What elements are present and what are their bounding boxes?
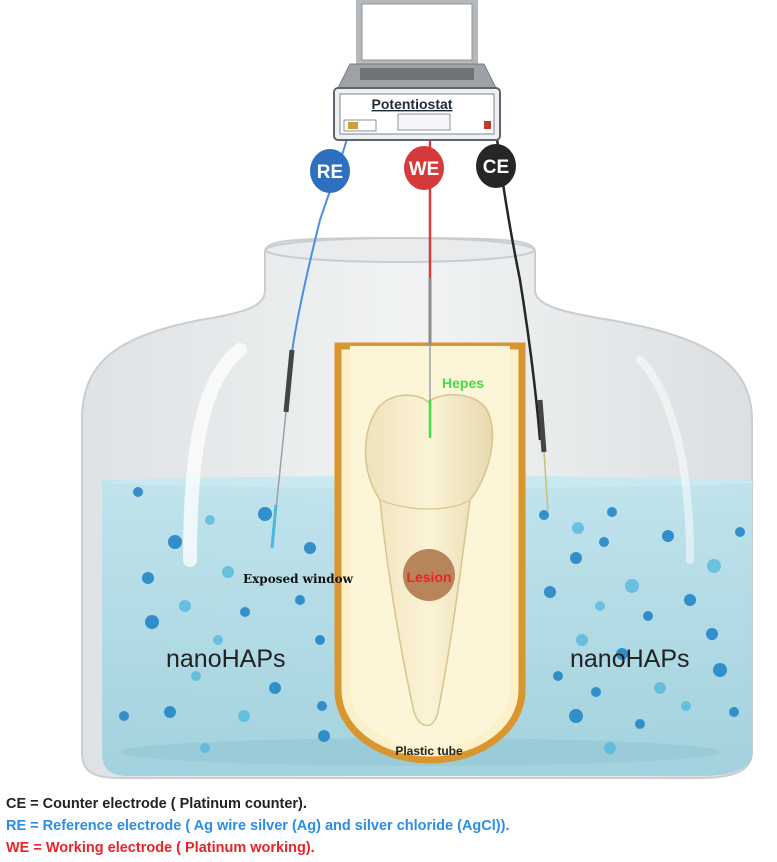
nanohap-particle [317, 701, 327, 711]
nanohap-particle [569, 709, 583, 723]
nanohap-particle [570, 552, 582, 564]
nanohap-particle [616, 648, 628, 660]
nanohaps-label-right: nanoHAPs [570, 645, 690, 673]
nanohap-particle [295, 595, 305, 605]
nanohap-particle [269, 682, 281, 694]
legend-we: WE = Working electrode ( Platinum workin… [6, 840, 315, 856]
nanohap-particle [142, 572, 154, 584]
legend-re: RE = Reference electrode ( Ag wire silve… [6, 818, 510, 834]
re-badge: RE [310, 149, 350, 193]
nanohap-particle [607, 507, 617, 517]
nanohap-particle [179, 600, 191, 612]
nanohap-particle [304, 542, 316, 554]
nanohap-particle [572, 522, 584, 534]
nanohap-particle [168, 535, 182, 549]
nanohap-particle [544, 586, 556, 598]
laptop-icon [337, 0, 497, 89]
svg-text:WE: WE [409, 159, 440, 180]
nanohap-particle [553, 671, 563, 681]
nanohap-particle [205, 515, 215, 525]
nanohap-particle [713, 663, 727, 677]
nanohap-particle [213, 635, 223, 645]
nanohaps-label-left: nanoHAPs [166, 645, 286, 673]
nanohap-particle [625, 579, 639, 593]
nanohap-particle [604, 742, 616, 754]
svg-text:CE: CE [483, 157, 509, 178]
exposed-window-label: Exposed window [243, 572, 354, 586]
nanohap-particle [315, 635, 325, 645]
nanohap-particle [684, 594, 696, 606]
nanohap-particle [662, 530, 674, 542]
nanohap-particle [200, 743, 210, 753]
potentiostat-device: Potentiostat [333, 87, 501, 141]
nanohap-particle [654, 682, 666, 694]
nanohap-particle [238, 710, 250, 722]
counter-electrode [537, 399, 549, 513]
nanohap-particle [681, 701, 691, 711]
nanohap-particle [191, 671, 201, 681]
nanohap-particle [595, 601, 605, 611]
we-badge: WE [404, 146, 444, 190]
legend-ce: CE = Counter electrode ( Platinum counte… [6, 796, 307, 812]
nanohap-particle [706, 628, 718, 640]
nanohap-particle [729, 707, 739, 717]
nanohap-particle [240, 607, 250, 617]
glass-highlight [183, 343, 694, 567]
nanohap-particle [643, 611, 653, 621]
tooth [364, 394, 494, 727]
nanohap-particle [707, 559, 721, 573]
nanohap-particle [164, 706, 176, 718]
nanohap-particle [222, 566, 234, 578]
svg-text:RE: RE [317, 162, 343, 183]
nanohap-particle [735, 527, 745, 537]
nanohap-particle [599, 537, 609, 547]
ce-badge: CE [476, 144, 516, 188]
nanohap-particle [576, 634, 588, 646]
nanohap-particle [119, 711, 129, 721]
lesion-spot [403, 549, 455, 601]
potentiostat-label: Potentiostat [372, 96, 453, 112]
nanohap-particle [539, 510, 549, 520]
hepes-label: Hepes [442, 375, 484, 391]
plastic-tube-label: Plastic tube [395, 744, 463, 758]
nanohap-particle [133, 487, 143, 497]
nanohap-particle [145, 615, 159, 629]
reference-electrode [270, 349, 295, 549]
nanohap-particle [318, 730, 330, 742]
nanohap-particle [635, 719, 645, 729]
nanohap-particle [591, 687, 601, 697]
lesion-label: Lesion [406, 569, 451, 585]
nanohap-particle [258, 507, 272, 521]
